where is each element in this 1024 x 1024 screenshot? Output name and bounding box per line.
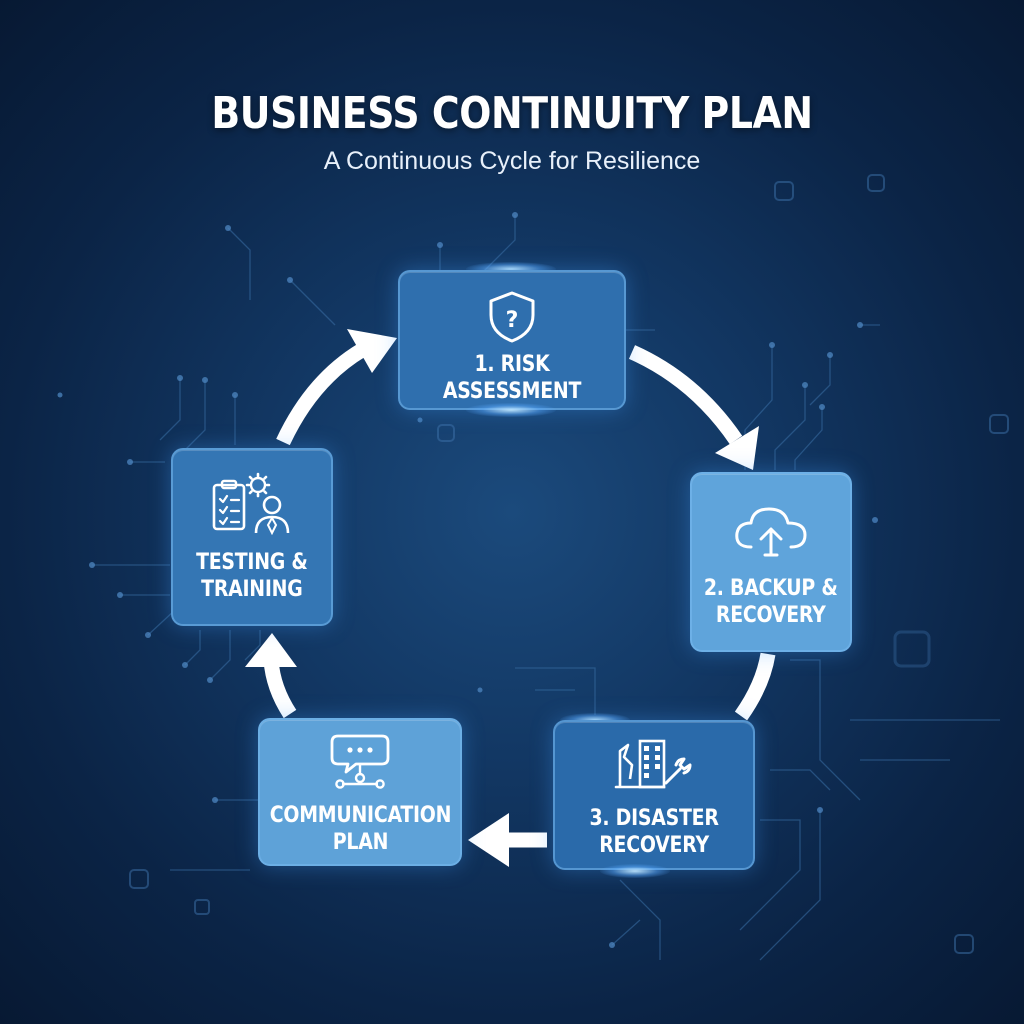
step-communication-plan: COMMUNICATION PLAN (258, 718, 462, 866)
step-label: 2. BACKUP & RECOVERY (704, 576, 838, 628)
step-label: 1. RISK ASSESSMENT (442, 352, 582, 404)
cloud-upload-icon (735, 507, 807, 557)
svg-text:?: ? (506, 308, 519, 333)
chat-bubble-network-icon (330, 734, 390, 789)
step-risk-assessment: ? 1. RISK ASSESSMENT (398, 270, 626, 410)
step-label: COMMUNICATION PLAN (269, 803, 451, 855)
step-backup-recovery: 2. BACKUP & RECOVERY (690, 472, 852, 652)
page-title: BUSINESS CONTINUITY PLAN (211, 88, 813, 139)
page-subtitle: A Continuous Cycle for Resilience (323, 147, 701, 175)
damaged-building-wrench-icon (614, 739, 692, 789)
shield-question-icon: ? (489, 291, 535, 343)
checklist-person-gear-icon (212, 472, 290, 535)
step-label: 3. DISASTER RECOVERY (589, 806, 719, 858)
step-disaster-recovery: 3. DISASTER RECOVERY (553, 720, 755, 870)
step-label: TESTING & TRAINING (196, 550, 308, 602)
bottom-glow-risk (466, 403, 556, 417)
bottom-glow-disaster (600, 864, 670, 878)
step-testing-training: TESTING & TRAINING (171, 448, 333, 626)
